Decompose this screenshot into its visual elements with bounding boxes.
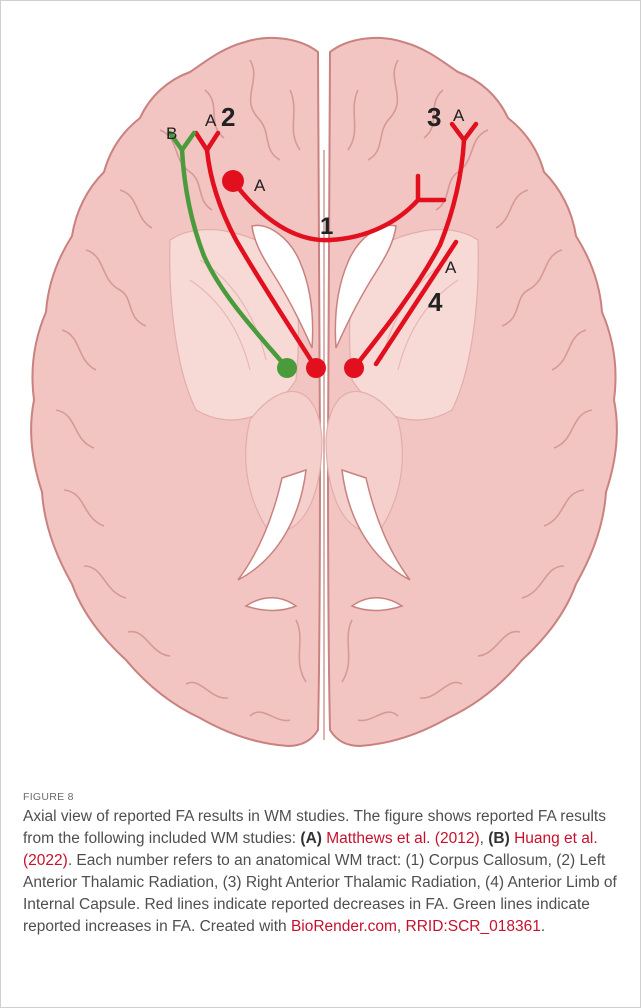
label-tract-4: 4	[428, 287, 443, 317]
label-tract-2: 2	[221, 102, 235, 132]
study-a-tag: (A)	[300, 830, 322, 847]
brain-illustration: B A 2 3 A A 1 A 4	[0, 0, 641, 780]
caption-text: Axial view of reported FA results in WM …	[23, 806, 623, 938]
brain-figure: B A 2 3 A A 1 A 4	[0, 0, 641, 780]
label-study-a-tract4: A	[445, 258, 457, 277]
rrid-link[interactable]: RRID:SCR_018361	[406, 918, 541, 935]
label-study-a-tract1: A	[254, 176, 266, 195]
study-b-tag: (B)	[488, 830, 510, 847]
caption-separator: ,	[480, 830, 489, 847]
biorender-link[interactable]: BioRender.com	[291, 918, 397, 935]
label-tract-3: 3	[427, 102, 441, 132]
label-study-b-left: B	[166, 124, 177, 143]
label-study-a-tract2: A	[205, 111, 217, 130]
caption-end: .	[541, 918, 545, 935]
label-study-a-tract3: A	[453, 106, 465, 125]
figure-number: FIGURE 8	[23, 791, 623, 803]
matthews-2012-link[interactable]: Matthews et al. (2012)	[326, 830, 479, 847]
label-tract-1: 1	[320, 213, 333, 240]
figure-caption: FIGURE 8 Axial view of reported FA resul…	[23, 791, 623, 938]
caption-separator: ,	[397, 918, 406, 935]
